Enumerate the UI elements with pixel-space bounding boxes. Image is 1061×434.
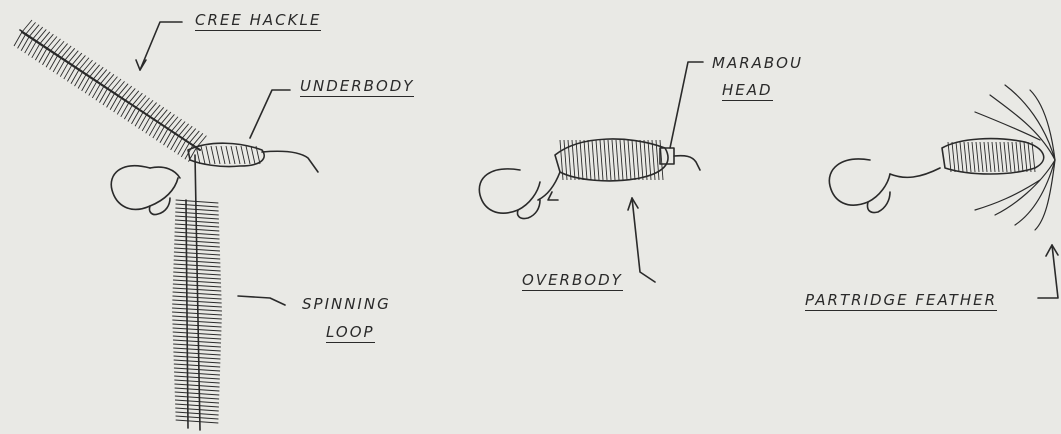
stage-2-fly xyxy=(479,62,703,282)
label-spinning: SPINNING xyxy=(302,296,391,313)
hook-bend-1 xyxy=(111,166,178,210)
spinning-loop-thread xyxy=(195,155,200,430)
label-cree-hackle: CREE HACKLE xyxy=(195,12,321,31)
label-overbody: OVERBODY xyxy=(522,272,623,291)
hook-bend-2 xyxy=(479,169,540,213)
leader-underbody xyxy=(250,90,290,138)
hook-bend-3 xyxy=(829,159,890,205)
sketch-texture xyxy=(14,20,1035,423)
label-head: HEAD xyxy=(722,82,773,101)
leader-spinning-loop xyxy=(238,296,285,305)
leader-overbody xyxy=(632,198,655,282)
stage-3-fly xyxy=(829,85,1058,298)
label-underbody: UNDERBODY xyxy=(300,78,414,97)
stage-1-fly xyxy=(20,22,318,430)
leader-marabou-head xyxy=(670,62,703,148)
leader-cree-hackle xyxy=(140,22,182,70)
label-loop: LOOP xyxy=(326,324,375,343)
label-marabou: MARABOU xyxy=(712,55,803,72)
label-partridge-feather: PARTRIDGE FEATHER xyxy=(805,292,997,311)
